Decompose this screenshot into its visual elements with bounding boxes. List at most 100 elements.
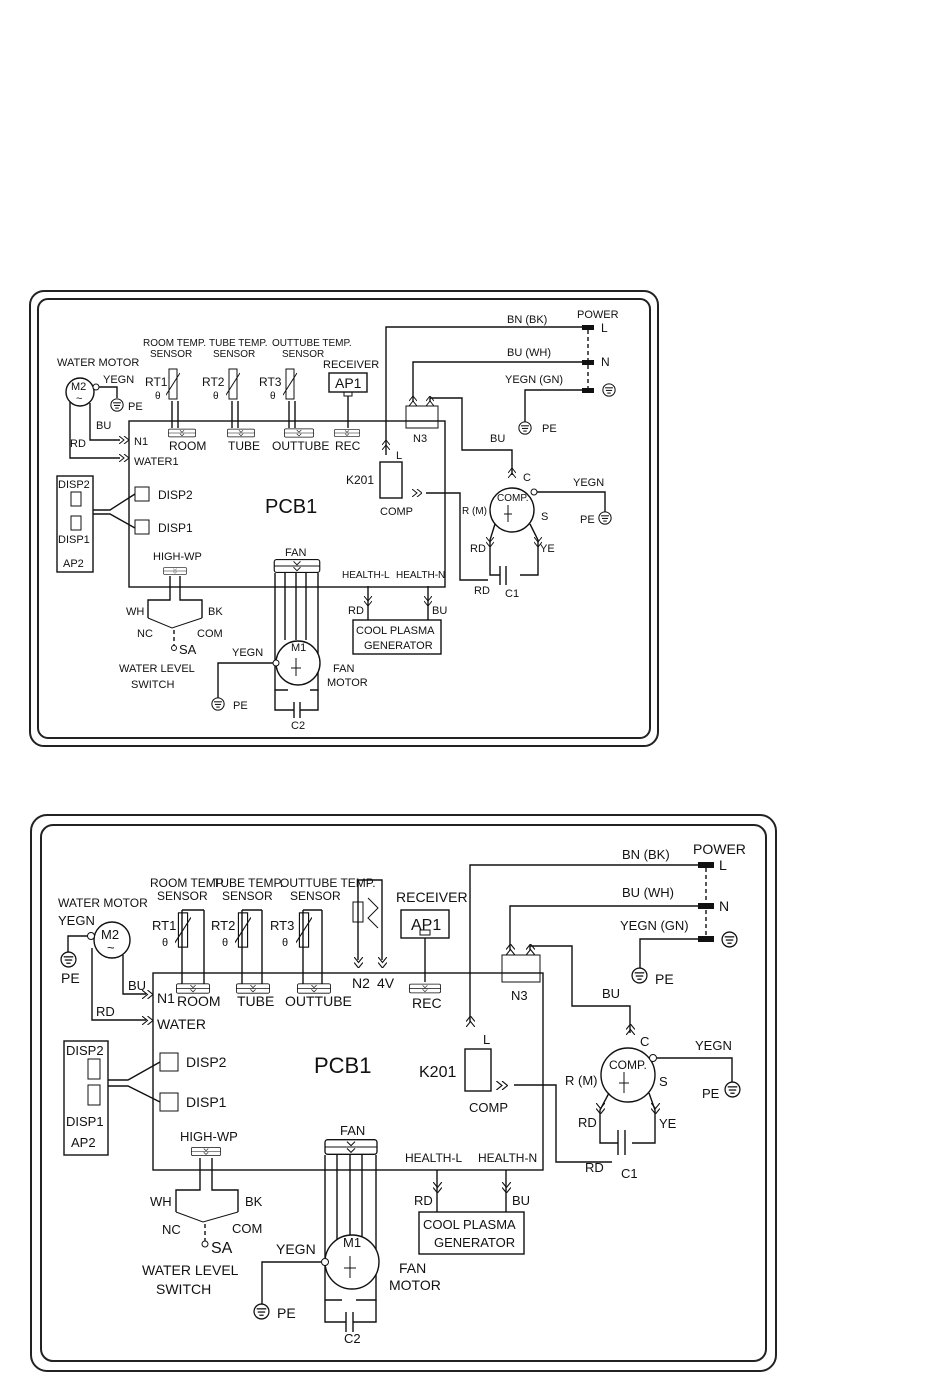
bottom-health-rd-label: RD [414,1193,433,1208]
bottom-m2-pe-dot [87,932,95,940]
bottom-rec-connector [409,983,441,994]
top-disp1-side-label: DISP1 [58,534,90,546]
top-cap-c1 [499,566,507,585]
top-rm-label: R (M) [462,506,487,517]
bottom-s-label: S [659,1074,668,1089]
bottom-disp1-side-label: DISP1 [66,1114,104,1129]
bottom-rm-label: R (M) [565,1073,598,1088]
bottom-ap2-box [63,1040,109,1156]
bottom-disp2-label: DISP2 [186,1054,227,1070]
bottom-rec-label: REC [412,995,442,1011]
top-health-n-label: HEALTH-N [396,570,445,581]
top-m2-yegn-label: YEGN [103,374,134,386]
top-m2-pe-dot [92,383,100,391]
top-n1-conn [119,436,129,444]
bottom-comp-yegn-label: YEGN [695,1038,732,1053]
bottom-highwp-label: HIGH-WP [180,1129,238,1144]
top-outtube-label: OUTTUBE [272,439,329,453]
bottom-comp-pe-dot [649,1054,657,1062]
top-highwp-wires [147,576,203,618]
bottom-rt2-theta: θ [222,937,228,949]
bottom-bk-label: BK [245,1194,263,1209]
top-tube-connector [227,428,255,438]
top-room-connector [168,428,196,438]
bottom-comp-relay-label: COMP [469,1100,508,1115]
bottom-highwp-connector [191,1146,221,1157]
top-n-label: N [601,355,610,369]
top-m2-yegn-wire [99,386,118,398]
bottom-rt3-leads [302,910,323,985]
top-n3-label: N3 [413,433,427,445]
bottom-n1-label: N1 [157,990,175,1006]
bottom-tube-sensor-l1: TUBE TEMP. [213,876,283,890]
bottom-rt2-leads [241,910,263,985]
bottom-l-label: L [719,857,727,873]
bottom-m1-ground-icon [253,1303,270,1320]
top-tube-label: TUBE [228,439,260,453]
bottom-rt2-label: RT2 [211,918,235,933]
top-m1-ground-icon [211,697,225,711]
top-comp-yegn-label: YEGN [573,477,604,489]
bottom-diagram: PCB1 POWER L N BN (BK) BU (WH) YEGN (GN)… [30,814,777,1372]
bottom-c2-wires [324,1300,377,1323]
top-health-bu-label: BU [432,605,447,617]
top-power-label: POWER [577,309,619,321]
top-cap-c2 [293,702,301,718]
bottom-pcb-label: PCB1 [314,1053,371,1078]
bottom-wire-rd1 [599,1092,618,1144]
bottom-disp2-side-label: DISP2 [66,1043,104,1058]
bottom-m2-yegn-label: YEGN [58,913,95,928]
bottom-n3-box [501,954,541,983]
bottom-ap1-label: AP1 [411,917,441,934]
bottom-valve-wires [357,879,383,960]
top-comp-label: COMP. [497,493,529,504]
top-rt3-thermistor [283,368,297,400]
bottom-m2-yegn-wire [67,935,88,952]
top-room-sensor-l1: ROOM TEMP. [143,338,206,349]
bottom-comp-winding [619,1072,629,1093]
bottom-nc-label: NC [162,1222,181,1237]
top-pe-ground-icon [518,421,532,435]
top-outer-frame [29,290,659,747]
top-wls-l2: SWITCH [131,679,174,691]
top-buwh-label: BU (WH) [507,347,551,359]
bottom-inner-frame [40,824,767,1362]
top-c2-wires [274,690,319,711]
top-wire-rd1 [489,523,500,576]
bottom-ap2-label: AP2 [71,1135,96,1150]
top-wire-comp-yegn [537,491,606,512]
top-rd1-label: RD [470,543,486,555]
bottom-tube-connector [236,983,270,994]
bottom-buwh-label: BU (WH) [622,885,674,900]
bottom-power-ground-icon [721,931,738,948]
top-highwp-label: HIGH-WP [153,551,202,563]
top-comp-winding [504,505,512,522]
bottom-outtube-label: OUTTUBE [285,993,352,1009]
bottom-water-motor-label: WATER MOTOR [58,896,148,910]
top-room-label: ROOM [169,439,206,453]
bottom-rt3-theta: θ [282,937,288,949]
bottom-room-connector [176,983,210,994]
bottom-disp2-led [87,1058,101,1080]
top-m1-pe-dot [272,659,280,667]
top-s-label: S [541,511,548,523]
bottom-room-label: ROOM [177,993,221,1009]
bottom-fan-motor-l1: FAN [399,1260,426,1276]
bottom-bu2-label: BU [602,986,620,1001]
bottom-tube-sensor-l2: SENSOR [222,889,273,903]
bottom-comp-pe-label: PE [702,1086,720,1101]
bottom-plasma-l1: COOL PLASMA [423,1217,516,1232]
bottom-tube-label: TUBE [237,993,274,1009]
bottom-rd2-label: RD [585,1160,604,1175]
top-switch-pivot [171,645,177,651]
top-disp1-label: DISP1 [158,521,193,535]
bottom-m1-yegn-wire [261,1261,321,1304]
bottom-m2-label: M2 [101,927,119,942]
top-plasma-generator [352,619,442,655]
bottom-m1-pe-dot [321,1258,329,1266]
bottom-disp2-conn [159,1052,179,1072]
top-rt2-thermistor [226,368,240,400]
top-disp-wires [93,493,136,529]
top-disp2-conn [134,486,150,502]
bottom-room-sensor-l1: ROOM TEMP. [150,876,226,890]
